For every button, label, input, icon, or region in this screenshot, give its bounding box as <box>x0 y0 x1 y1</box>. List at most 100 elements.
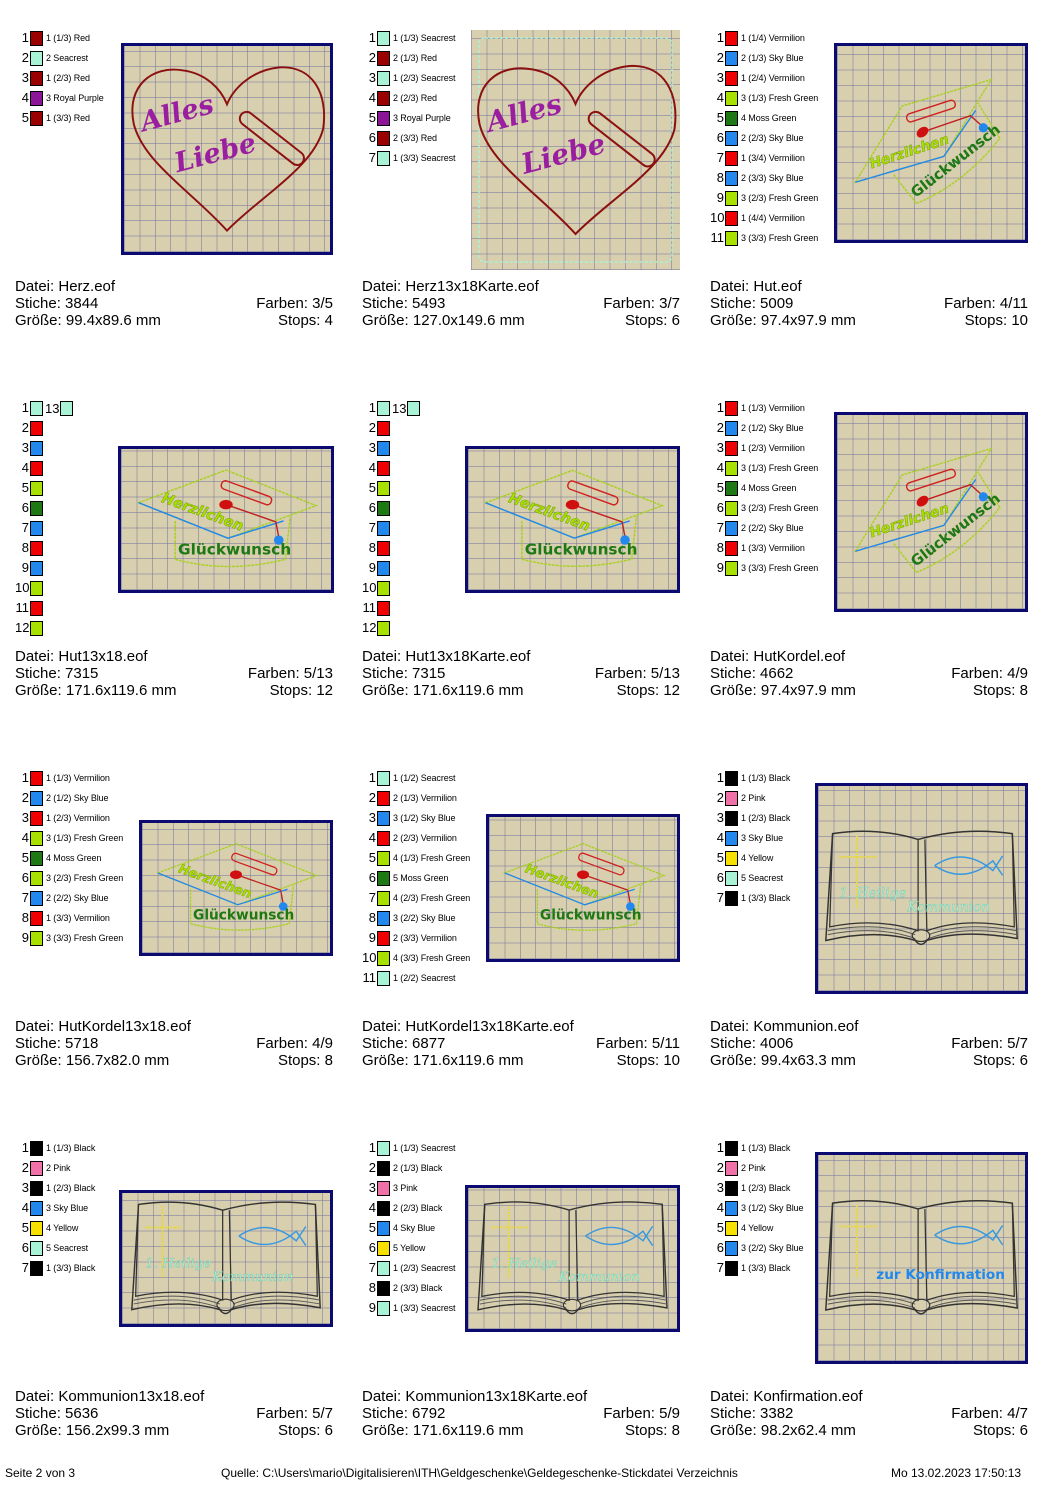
color-swatch <box>725 400 738 416</box>
stitch-count-label: Stiche: <box>362 665 408 682</box>
stitch-count-value: 4662 <box>760 665 794 682</box>
thread-label: 2 Pink <box>46 1163 71 1173</box>
color-swatch <box>30 580 43 596</box>
stitch-count-label: Stiche: <box>710 1035 756 1052</box>
design-size: Größe: 156.7x82.0 mm <box>15 1052 169 1069</box>
thread-number: 6 <box>21 870 29 885</box>
stitch-count-label: Stiche: <box>362 1405 408 1422</box>
color-swatch <box>30 1160 43 1176</box>
color-count-value: 5/11 <box>651 1035 680 1052</box>
color-swatch <box>407 400 421 416</box>
thread-label: 3 Royal Purple <box>46 93 104 103</box>
stitch-count-value: 5718 <box>65 1035 99 1052</box>
thread-number: 8 <box>368 1280 376 1295</box>
thread-label: 3 (2/2) Sky Blue <box>741 1243 804 1253</box>
color-swatch <box>725 70 738 86</box>
design-preview[interactable]: Herzlichen Glückwunsch <box>486 814 680 962</box>
file-name-label: Datei: <box>362 1018 402 1035</box>
stop-count-label: Stops: <box>972 682 1016 699</box>
stitch-count-value: 6792 <box>412 1405 446 1422</box>
thread-color-item: 6 <box>15 500 43 516</box>
file-name-value: Hut.eof <box>753 278 802 295</box>
stop-count-label: Stops: <box>277 1052 321 1069</box>
design-preview[interactable]: zur Konfirmation <box>815 1152 1028 1364</box>
design-size: Größe: 97.4x97.9 mm <box>710 682 856 699</box>
stitch-count-value: 7315 <box>412 665 446 682</box>
thread-label: 3 (1/3) Fresh Green <box>741 463 819 473</box>
design-preview[interactable]: 1. Heilige Kommunion <box>815 783 1028 994</box>
design-size-label: Größe: <box>15 1052 62 1069</box>
thread-label: 2 (3/3) Red <box>393 133 437 143</box>
thread-label: 1 (1/3) Vermilion <box>46 773 110 783</box>
thread-label: 5 Seacrest <box>46 1243 89 1253</box>
thread-number: 1 <box>368 1140 376 1155</box>
thread-number: 4 <box>21 90 29 105</box>
info-row: Größe: 156.7x82.0 mm Stops: 8 <box>15 1052 333 1069</box>
stitch-count: Stiche: 3844 <box>15 295 98 312</box>
thread-label: 3 (3/3) Fresh Green <box>741 563 819 573</box>
color-count: Farben: 5/13 <box>248 665 333 682</box>
color-swatch <box>30 1200 43 1216</box>
stop-count: Stops: 6 <box>973 1422 1028 1439</box>
design-preview[interactable]: Alles Liebe <box>121 43 333 255</box>
thread-number: 8 <box>368 910 376 925</box>
thread-label: 1 (1/3) Black <box>741 1143 791 1153</box>
art-text: Glückwunsch <box>193 907 294 923</box>
color-swatch <box>60 400 74 416</box>
design-preview[interactable]: 1. Heilige Kommunion <box>119 1190 333 1327</box>
art-text: Alles <box>134 88 217 139</box>
thread-number: 6 <box>368 1240 376 1255</box>
file-name-value: HutKordel.eof <box>753 648 846 665</box>
design-preview[interactable]: Herzlichen Glückwunsch <box>465 446 680 593</box>
file-name-label: Datei: <box>15 1018 55 1035</box>
file-name-label: Datei: <box>15 278 55 295</box>
thread-number: 2 <box>21 50 29 65</box>
thread-number: 4 <box>21 1200 29 1215</box>
thread-number: 2 <box>21 790 29 805</box>
stop-count-value: 8 <box>324 1052 333 1069</box>
thread-number: 1 <box>21 1140 29 1155</box>
design-preview[interactable]: Herzlichen Glückwunsch <box>834 43 1028 243</box>
color-swatch <box>725 130 738 146</box>
thread-number: 6 <box>368 870 376 885</box>
design-preview[interactable]: 1. Heilige Kommunion <box>465 1185 680 1332</box>
thread-number: 11 <box>15 600 30 615</box>
design-preview[interactable]: Herzlichen Glückwunsch <box>834 412 1028 612</box>
color-swatch <box>377 440 390 456</box>
design-preview[interactable]: Herzlichen Glückwunsch <box>118 446 334 593</box>
thread-color-item: 6 <box>362 500 390 516</box>
design-preview[interactable]: Alles Liebe <box>471 30 680 270</box>
color-swatch <box>30 560 43 576</box>
color-swatch <box>30 620 43 636</box>
color-count-value: 5/9 <box>659 1405 680 1422</box>
thread-number: 1 <box>21 400 29 415</box>
color-swatch <box>725 850 738 866</box>
design-size-value: 171.6x119.6 mm <box>412 1052 524 1069</box>
design-preview[interactable]: Herzlichen Glückwunsch <box>139 820 333 956</box>
color-swatch <box>30 440 43 456</box>
color-swatch <box>725 110 738 126</box>
thread-number: 7 <box>368 1260 376 1275</box>
file-name: Datei: Herz.eof <box>15 278 115 295</box>
stop-count: Stops: 10 <box>965 312 1028 329</box>
color-swatch <box>377 500 390 516</box>
color-swatch <box>377 1140 390 1156</box>
design-size: Größe: 156.2x99.3 mm <box>15 1422 169 1439</box>
